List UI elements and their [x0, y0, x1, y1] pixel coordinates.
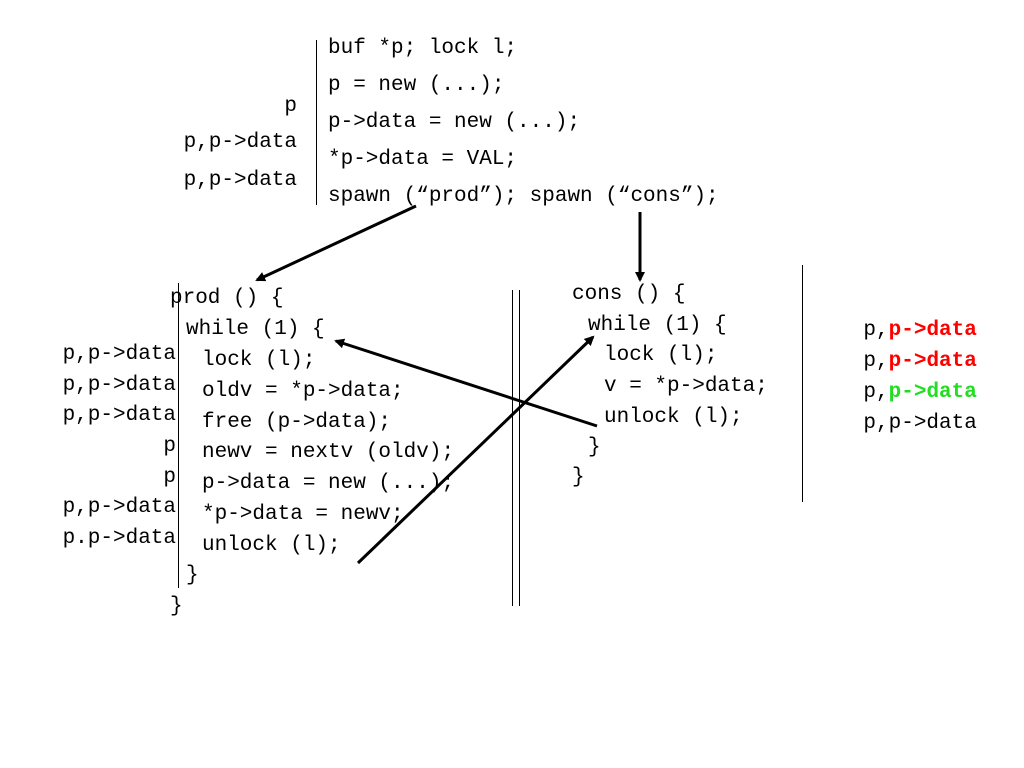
- cons-block-rule: [802, 265, 803, 502]
- cons-line: v = *p->data;: [604, 375, 768, 398]
- prod-annotation: p: [163, 435, 176, 458]
- main-block-rule: [316, 40, 317, 205]
- cons-line: }: [588, 436, 601, 459]
- race-highlight: p->data: [888, 319, 977, 342]
- prod-annotation: p.p->data: [62, 527, 176, 550]
- prod-annotation: p,p->data: [62, 404, 176, 427]
- prod-line: oldv = *p->data;: [202, 380, 404, 403]
- prod-line: while (1) {: [186, 318, 325, 341]
- prod-line: }: [170, 595, 183, 618]
- main-line: spawn (“prod”); spawn (“cons”);: [328, 185, 719, 208]
- cons-annotation-prefix: p,: [863, 381, 889, 404]
- cons-annotation-prefix: p,p->data: [863, 412, 977, 435]
- prod-line: }: [186, 564, 199, 587]
- cons-annotation: p,p->data: [813, 330, 977, 393]
- cons-line: while (1) {: [588, 314, 727, 337]
- cons-line: }: [572, 466, 585, 489]
- prod-line: unlock (l);: [202, 534, 341, 557]
- prod-unlock-to-cons-lock-arrow: [356, 335, 595, 565]
- prod-annotation: p,p->data: [62, 343, 176, 366]
- race-highlight: p->data: [888, 350, 977, 373]
- main-line: buf *p; lock l;: [328, 37, 518, 60]
- prod-block-rule: [178, 283, 179, 588]
- cons-annotation: p,p->data: [813, 392, 977, 455]
- prod-annotation: p: [163, 466, 176, 489]
- main-annotation: p,p->data: [183, 131, 297, 154]
- prod-line: newv = nextv (oldv);: [202, 441, 455, 464]
- cons-unlock-to-prod-lock-arrow: [334, 338, 598, 428]
- main-line: *p->data = VAL;: [328, 148, 518, 171]
- prod-annotation: p,p->data: [62, 374, 176, 397]
- main-line: p = new (...);: [328, 74, 505, 97]
- prod-annotation: p,p->data: [62, 496, 176, 519]
- cons-annotation: p,p->data: [813, 299, 977, 362]
- main-annotation: p,p->data: [183, 169, 297, 192]
- cons-annotation: p,p->data: [813, 361, 977, 424]
- prod-line: *p->data = newv;: [202, 503, 404, 526]
- prod-line: lock (l);: [202, 349, 316, 372]
- cons-line: lock (l);: [604, 344, 718, 367]
- thread-separator-right: [519, 290, 520, 606]
- safe-highlight: p->data: [888, 381, 977, 404]
- spawn-prod-arrow: [255, 204, 417, 282]
- cons-annotation-prefix: p,: [863, 350, 889, 373]
- thread-separator-left: [512, 290, 513, 606]
- cons-line: cons () {: [572, 283, 686, 306]
- cons-line: unlock (l);: [604, 406, 743, 429]
- prod-line: prod () {: [170, 287, 284, 310]
- main-annotation: p: [284, 95, 297, 118]
- cons-annotation-prefix: p,: [863, 319, 889, 342]
- main-line: p->data = new (...);: [328, 111, 581, 134]
- prod-line: free (p->data);: [202, 411, 392, 434]
